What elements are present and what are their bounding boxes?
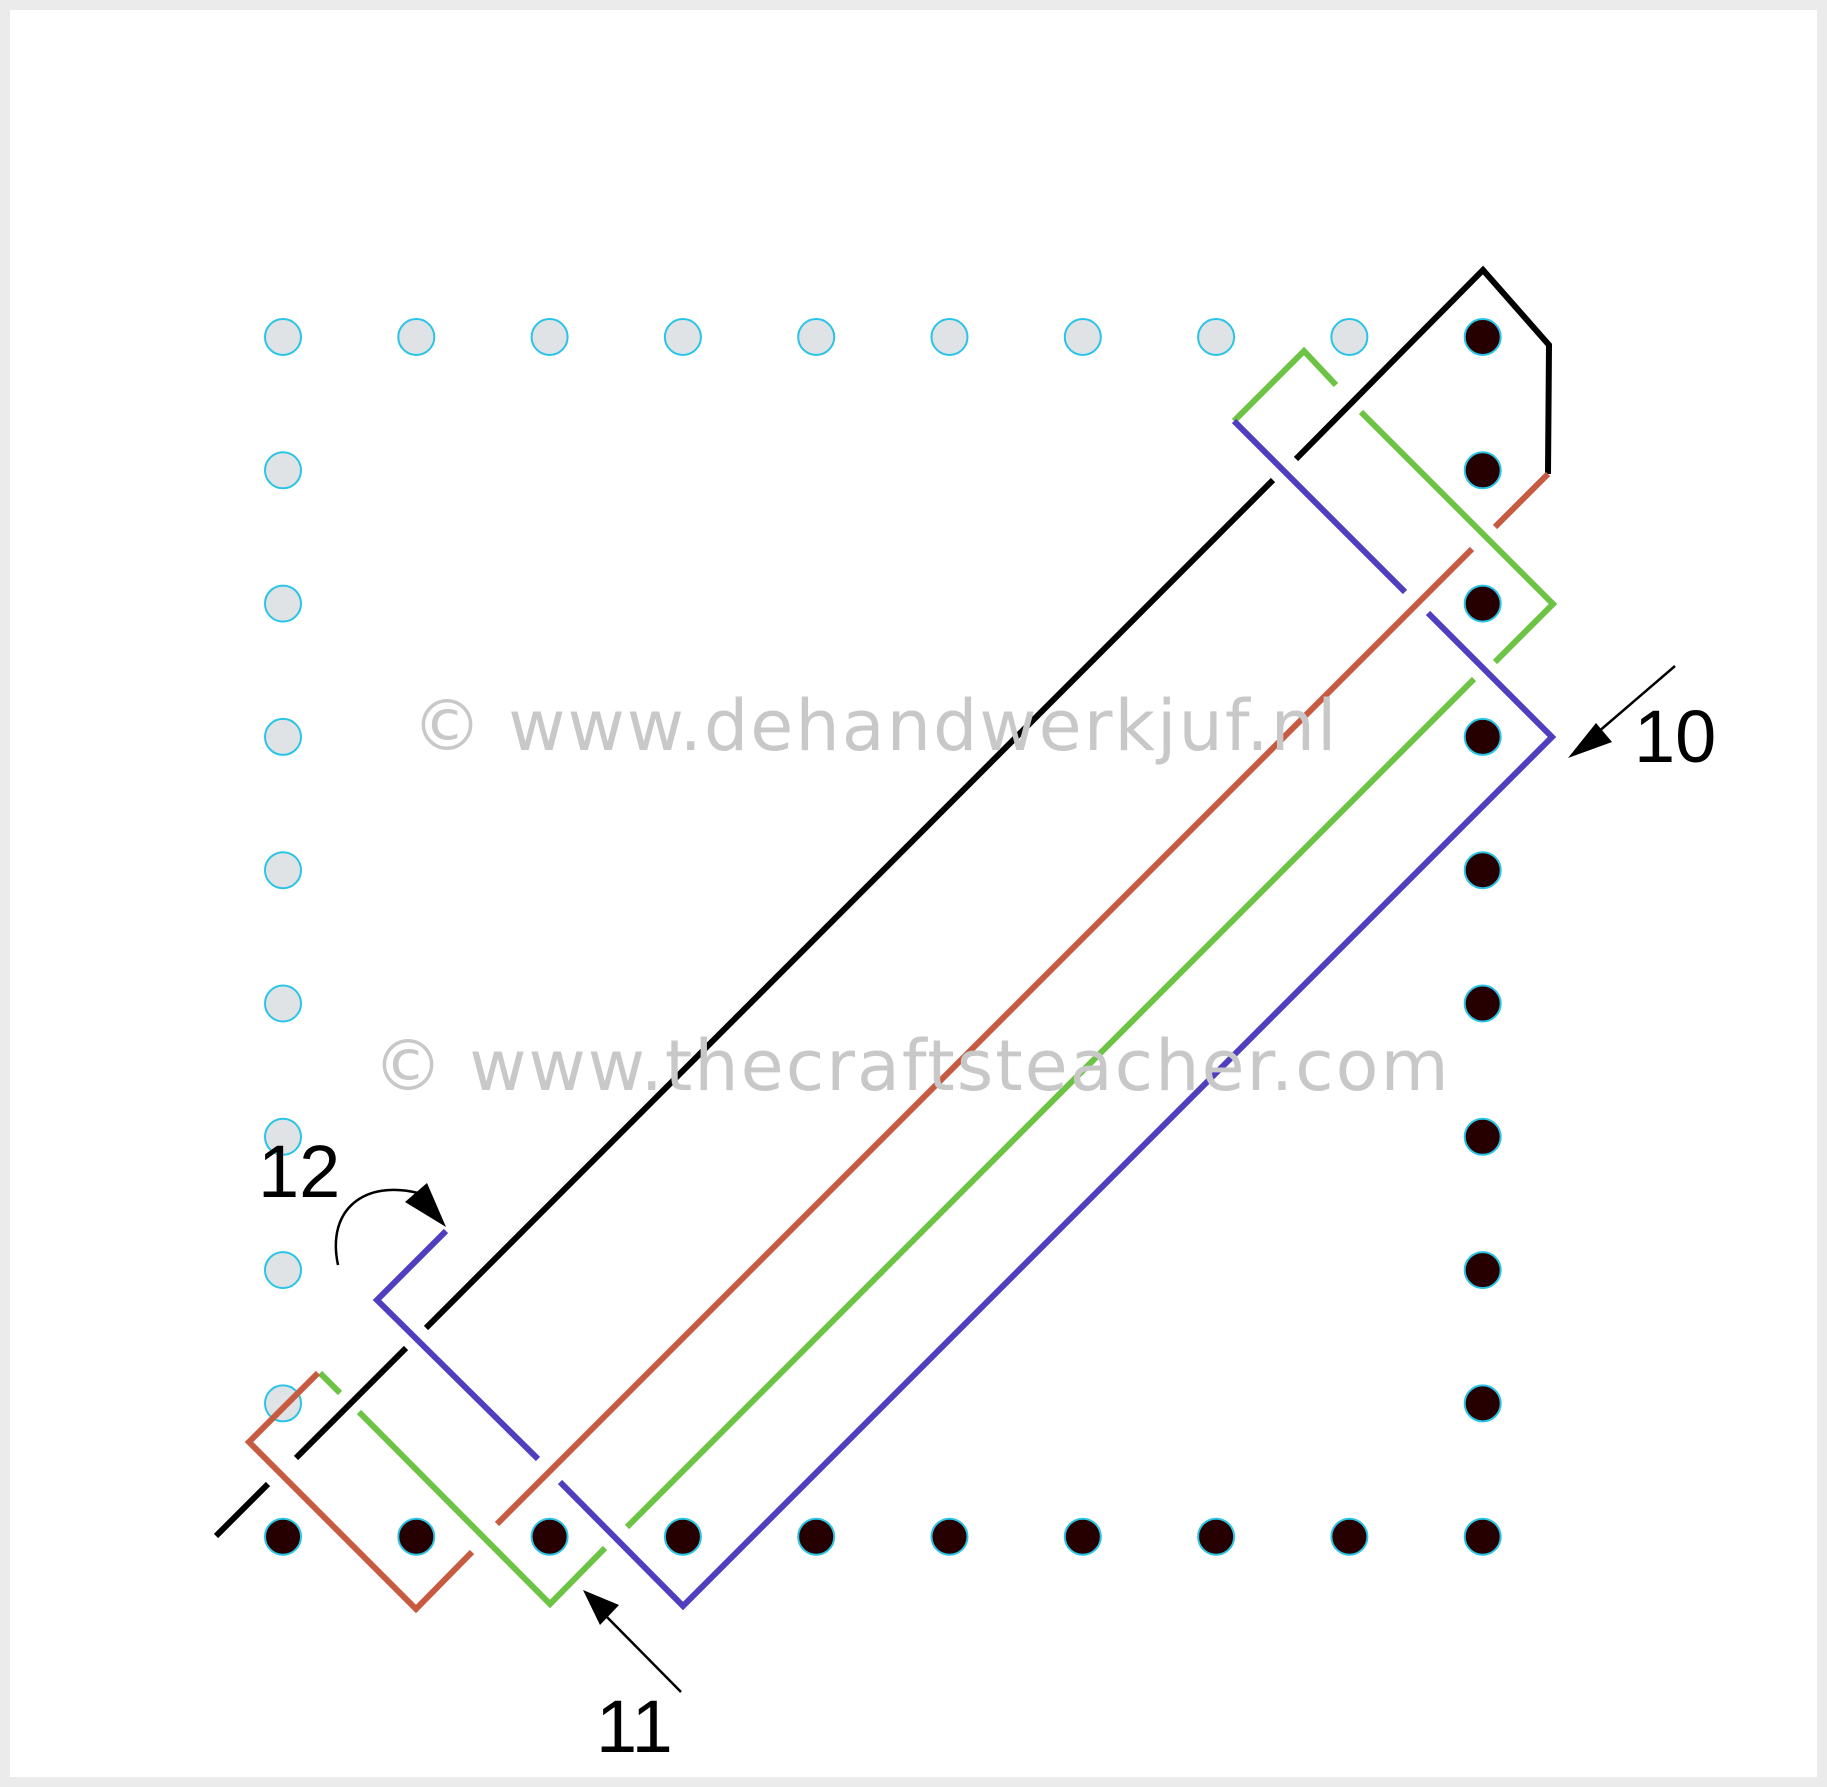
thread-green-right-corner	[1358, 409, 1558, 665]
arrow-10-shaft	[1589, 665, 1676, 740]
hole-used	[1463, 1117, 1502, 1156]
thread-black-lower-2	[213, 1481, 271, 1539]
hole-used	[1463, 318, 1502, 356]
thread-blue-loop	[557, 610, 1557, 1611]
thread-blue-upper-diag	[1231, 418, 1408, 595]
hole-used	[930, 1517, 969, 1556]
hole-empty	[397, 318, 436, 356]
hole-used	[530, 1517, 569, 1556]
arrow-11-shaft	[601, 1611, 682, 1693]
hole-empty	[264, 584, 302, 623]
hole-empty	[797, 318, 836, 356]
watermark-thecraftsteacher: © www.thecraftsteacher.com	[373, 1025, 1451, 1107]
hole-empty	[663, 318, 702, 356]
watermark-dehandwerkjuf: © www.dehandwerkjuf.nl	[412, 685, 1339, 767]
hole-empty	[264, 1251, 302, 1290]
hole-used	[797, 1517, 836, 1556]
hole-used	[1463, 1251, 1502, 1290]
hole-used	[1330, 1517, 1369, 1556]
thread-green-lower-stub	[317, 1370, 343, 1396]
thread-green-bottom-corner	[356, 1409, 608, 1609]
arrow-11-head	[583, 1590, 619, 1625]
hole-used	[1063, 1517, 1102, 1556]
hole-empty	[264, 451, 302, 490]
hole-empty	[1330, 318, 1369, 356]
thread-red-top-stub	[1492, 471, 1551, 530]
thread-red-bottom-loop	[244, 1370, 475, 1614]
thread-black-lower-1	[293, 1345, 409, 1461]
thread-black-long	[423, 477, 1276, 1331]
hole-used	[1463, 851, 1502, 890]
hole-used	[1463, 451, 1502, 490]
hole-used	[1463, 1517, 1502, 1556]
step-label-12: 12	[258, 1130, 341, 1213]
hole-empty	[264, 717, 302, 756]
hole-empty	[264, 984, 302, 1023]
hole-used	[1463, 584, 1502, 623]
thread-green-long	[624, 676, 1477, 1530]
hole-empty	[264, 1384, 302, 1423]
hole-used	[397, 1517, 436, 1556]
hole-empty	[264, 851, 302, 890]
thread-green-top-hook	[1231, 346, 1339, 424]
hole-used	[1463, 717, 1502, 756]
hole-empty	[1063, 318, 1102, 356]
arrow-12-curve	[334, 1188, 419, 1266]
step-label-11: 11	[596, 1685, 673, 1768]
hole-used	[1463, 1384, 1502, 1423]
arrow-12-head	[405, 1183, 446, 1227]
thread-red-long	[494, 546, 1475, 1527]
step-label-10: 10	[1634, 695, 1717, 778]
hole-empty	[264, 1117, 302, 1156]
hole-empty	[930, 318, 969, 356]
hole-used	[264, 1517, 302, 1556]
hole-grid	[264, 318, 1502, 1556]
hole-empty	[264, 318, 302, 356]
thread-black-top-hook	[1293, 265, 1553, 475]
hole-used	[663, 1517, 702, 1556]
hole-empty	[530, 318, 569, 356]
thread-blue-left-hook	[372, 1228, 541, 1462]
hole-used	[1197, 1517, 1236, 1556]
arrow-10-head	[1568, 723, 1612, 758]
hole-empty	[1197, 318, 1236, 356]
hole-used	[1463, 984, 1502, 1023]
